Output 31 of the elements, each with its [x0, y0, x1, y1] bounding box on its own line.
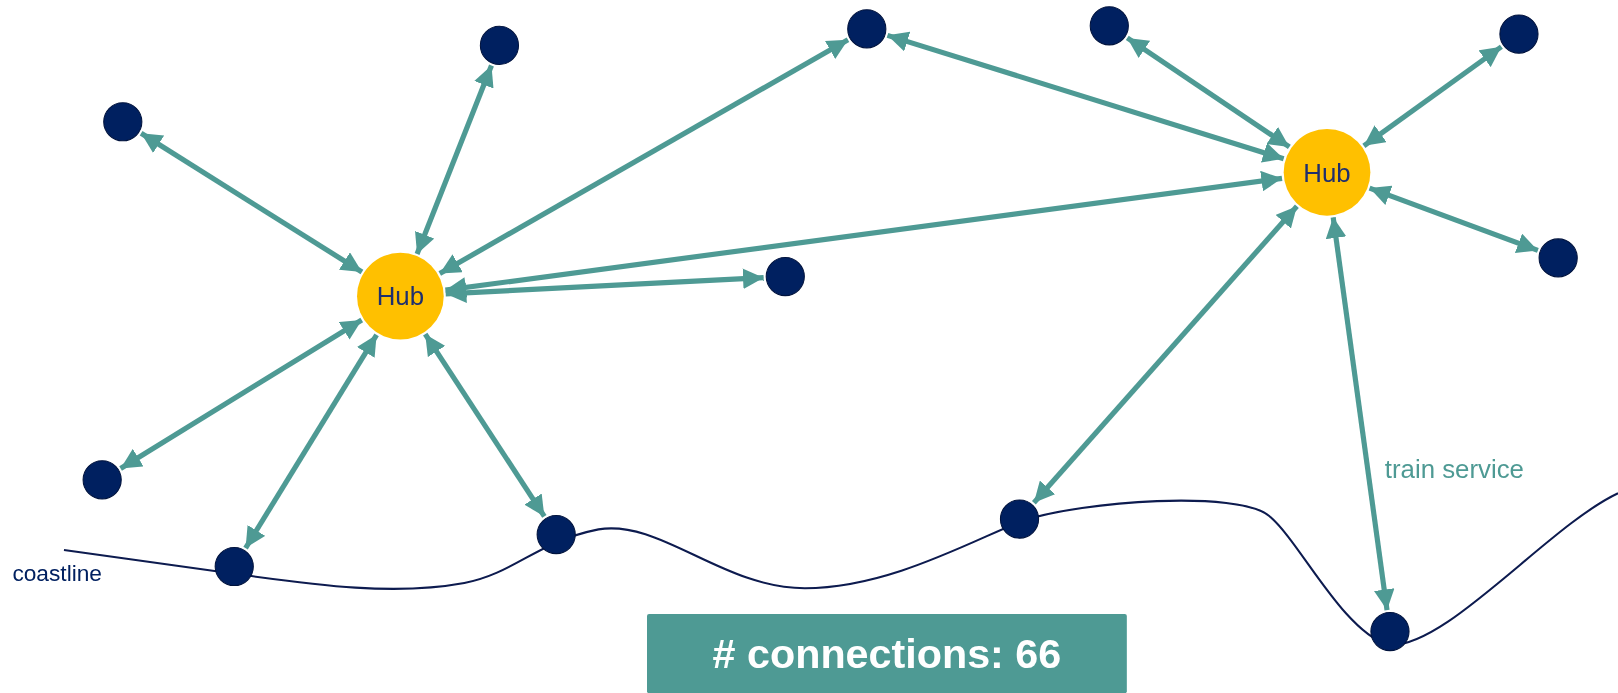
arrow: [1325, 216, 1395, 611]
hub-label: Hub: [376, 281, 425, 312]
arrow: [1125, 35, 1291, 150]
arrow: [119, 317, 364, 471]
coastline-label: coastline: [12, 560, 102, 588]
station-dot: [82, 460, 122, 500]
arrow: [886, 31, 1285, 163]
station-dot: [1499, 14, 1539, 54]
station-dot: [1089, 6, 1129, 46]
station-dot: [214, 546, 254, 587]
arrow: [445, 268, 764, 304]
station-dot: [536, 514, 576, 555]
arrow: [423, 332, 547, 518]
station-dot: [847, 9, 887, 49]
station-dot: [103, 102, 143, 142]
hub-label: Hub: [1303, 157, 1351, 188]
arrow: [1031, 204, 1299, 505]
station-dot: [765, 256, 805, 297]
arrow: [438, 37, 850, 276]
station-dot: [479, 25, 520, 65]
count-banner: # connections: 66: [647, 614, 1127, 693]
station-dot: [1538, 238, 1578, 278]
hub-circle: [357, 252, 444, 340]
station-dot: [1370, 611, 1410, 652]
arrow: [445, 170, 1283, 298]
station-dot: [999, 499, 1040, 539]
arrow: [1368, 185, 1539, 253]
arrow: [414, 64, 494, 255]
arrow: [243, 333, 379, 550]
arrow: [1362, 44, 1503, 148]
arrow: [139, 131, 364, 275]
